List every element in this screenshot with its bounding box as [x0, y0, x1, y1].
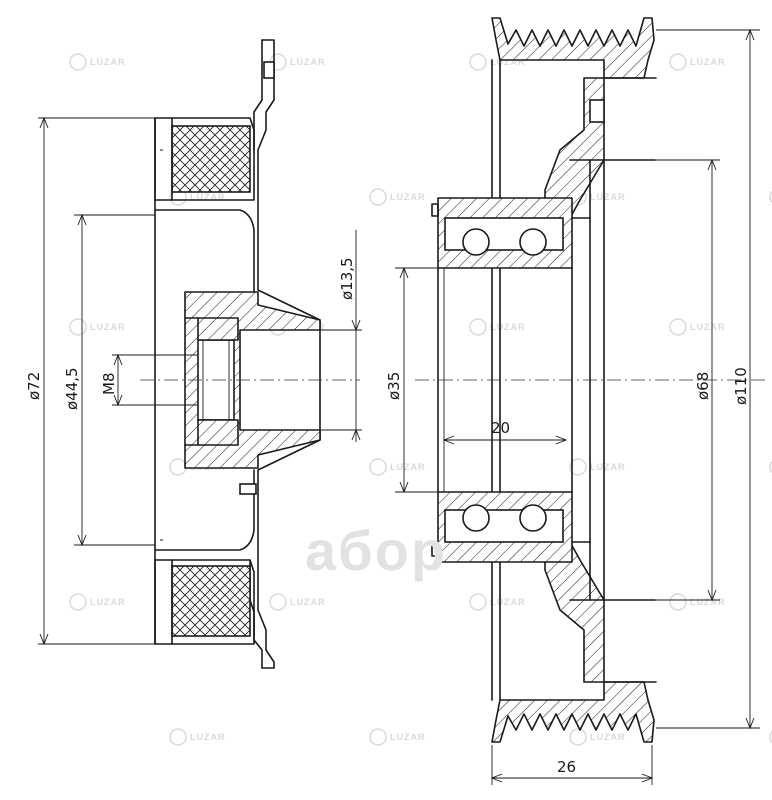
watermark-text: LUZAR: [490, 597, 526, 607]
luzar-logo-icon: LUZAR: [269, 53, 326, 71]
pulley-ribs-top: [491, 17, 655, 79]
watermark-text: LUZAR: [390, 192, 426, 202]
dim-m8: M8: [100, 373, 118, 396]
luzar-logo-icon: LUZAR: [769, 730, 772, 744]
left-flange-outline: [249, 39, 321, 669]
luzar-logo-icon: LUZAR: [469, 53, 526, 71]
luzar-logo-icon: LUZAR: [569, 458, 626, 476]
luzar-logo-icon: LUZAR: [569, 728, 626, 746]
right-dimensions: ø35 20 ø68 ø110 26: [385, 28, 760, 785]
dim-d13-5: ø13,5: [338, 257, 356, 300]
rubber-insert-bottom: [171, 565, 251, 637]
luzar-logo-icon: LUZAR: [769, 460, 772, 474]
luzar-logo-icon: LUZAR: [169, 728, 226, 746]
pulley-ribs-bottom: [491, 681, 655, 743]
watermark-text: LUZAR: [90, 322, 126, 332]
dim-d110: ø110: [732, 367, 750, 405]
ball-1: [462, 228, 490, 256]
left-view: [140, 39, 360, 669]
watermark-text: LUZAR: [190, 192, 226, 202]
luzar-logo-icon: LUZAR: [269, 593, 326, 611]
dim-w20: 20: [491, 419, 510, 437]
dim-d68: ø68: [694, 372, 712, 400]
watermark-text: LUZAR: [390, 462, 426, 472]
watermark-text: LUZAR: [690, 57, 726, 67]
luzar-logo-icon: LUZAR: [369, 458, 426, 476]
watermark-text: LUZAR: [590, 732, 626, 742]
luzar-logo-icon: LUZAR: [669, 593, 726, 611]
right-view: [415, 17, 765, 743]
dim-w26: 26: [557, 758, 576, 776]
watermark-text: LUZAR: [90, 57, 126, 67]
luzar-logo-icon: LUZAR: [469, 593, 526, 611]
luzar-logo-icon: LUZAR: [469, 318, 526, 336]
watermark-text: LUZAR: [90, 597, 126, 607]
luzar-logo-icon: LUZAR: [669, 318, 726, 336]
rubber-insert-top: [171, 125, 251, 193]
watermark-text: LUZAR: [590, 192, 626, 202]
web-hole-top: [589, 99, 605, 123]
watermark-text: LUZAR: [390, 732, 426, 742]
dim-d44-5: ø44,5: [63, 367, 81, 410]
ball-2: [519, 228, 547, 256]
watermark-text: LUZAR: [190, 732, 226, 742]
dim-d35: ø35: [385, 372, 403, 400]
watermark-text: LUZAR: [690, 597, 726, 607]
watermark-text: LUZAR: [290, 597, 326, 607]
dim-d72: ø72: [25, 372, 43, 400]
pulley-web-bottom: [544, 541, 605, 683]
luzar-logo-icon: LUZAR: [69, 53, 126, 71]
watermark-text: LUZAR: [690, 322, 726, 332]
watermark-text: LUZAR: [290, 57, 326, 67]
watermark-text: LUZAR: [490, 322, 526, 332]
ball-3: [462, 504, 490, 532]
brand-watermark: aбор: [305, 519, 447, 582]
watermark-text: LUZAR: [590, 462, 626, 472]
luzar-logo-icon: LUZAR: [669, 53, 726, 71]
ball-4: [519, 504, 547, 532]
luzar-logo-icon: LUZAR: [369, 728, 426, 746]
flange-hole-bottom: [239, 483, 257, 495]
luzar-logo-icon: LUZAR: [69, 593, 126, 611]
luzar-logo-icon: LUZAR: [369, 188, 426, 206]
watermark-text: LUZAR: [490, 57, 526, 67]
luzar-logo-icon: LUZAR: [769, 190, 772, 204]
luzar-logo-icon: LUZAR: [69, 318, 126, 336]
left-dimensions: ø72 ø44,5 M8 ø13,5: [25, 116, 362, 646]
flange-hole-top: [263, 61, 275, 79]
